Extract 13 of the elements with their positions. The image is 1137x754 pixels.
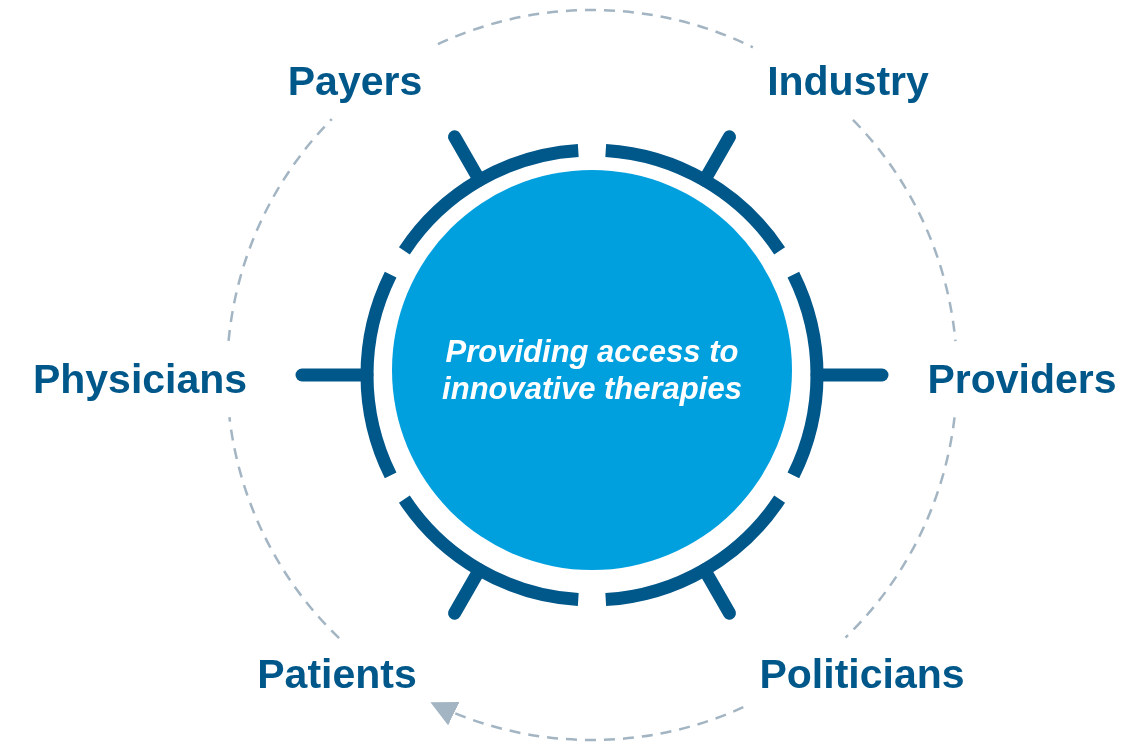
- stakeholder-label: Physicians: [32, 357, 248, 403]
- dashed-connector: [437, 9, 754, 49]
- stakeholder-label: Politicians: [759, 652, 965, 698]
- dashed-connector: [227, 118, 333, 342]
- dashed-connector: [228, 416, 340, 639]
- dashed-connector: [852, 119, 957, 342]
- stakeholder-label: Providers: [927, 357, 1117, 403]
- center-circle: Providing access to innovative therapies: [392, 170, 792, 570]
- stakeholder-label: Industry: [767, 59, 929, 105]
- stakeholder-label: Patients: [257, 652, 417, 698]
- stakeholder-label: Payers: [287, 59, 423, 105]
- dashed-arrow: [430, 700, 744, 741]
- dashed-connector: [844, 417, 956, 639]
